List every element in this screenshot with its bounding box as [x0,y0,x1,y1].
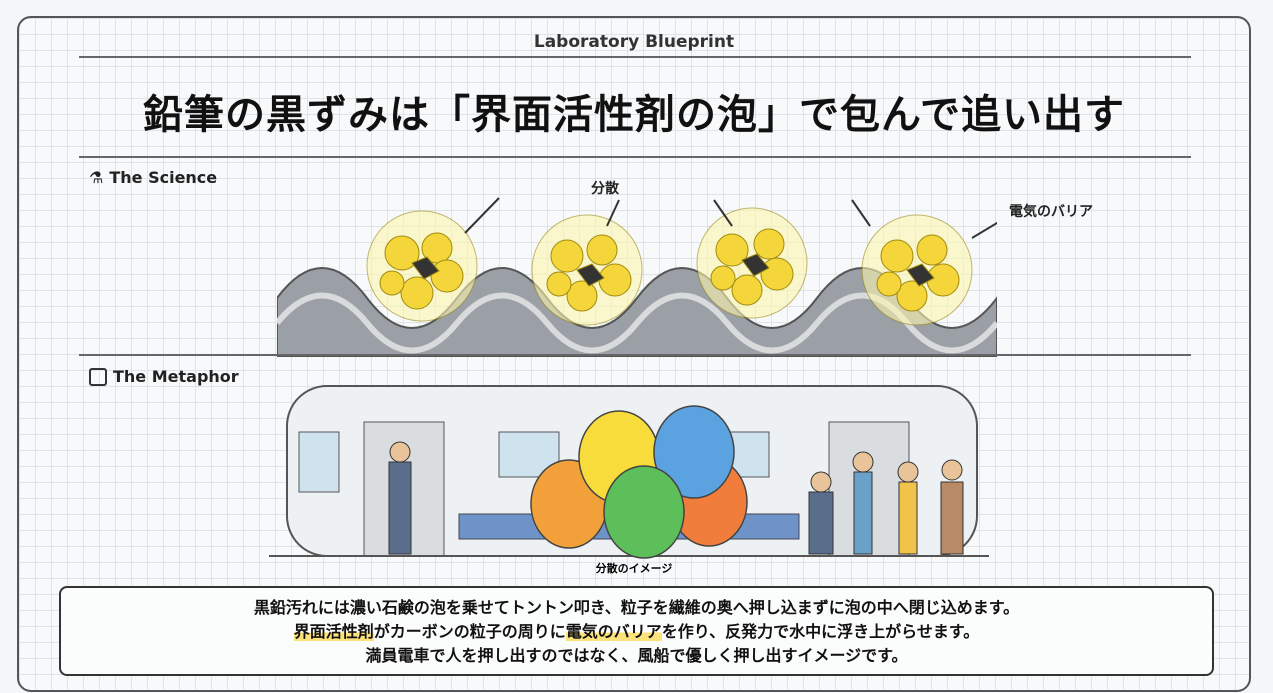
science-illustration [277,197,997,357]
person [940,481,964,555]
divider [79,354,1191,356]
arrow-icon [713,199,733,227]
divider [79,56,1191,58]
metaphor-heading-text: The Metaphor [113,367,239,386]
micelle [696,207,808,319]
link-icon [89,367,107,386]
arrow-icon [464,197,500,234]
summary-text: がカーボンの粒子の周りに [373,622,566,641]
train-illustration [269,385,989,559]
micelle [531,214,643,326]
summary-box: 黒鉛汚れには濃い石鹸の泡を乗せてトントン叩き、粒子を繊維の奥へ押し込まずに泡の中… [59,586,1214,676]
summary-text: を作り、反発力で水中に浮き上がらせます。 [661,622,980,641]
blueprint-card: Laboratory Blueprint 鉛筆の黒ずみは「界面活性剤の泡」で包ん… [17,16,1251,692]
micelle [861,214,973,326]
arrow-icon [606,199,620,227]
barrier-label: 電気のバリア [1009,204,1093,220]
top-label: Laboratory Blueprint [533,32,735,52]
summary-line-1: 黒鉛汚れには濃い石鹸の泡を乗せてトントン叩き、粒子を繊維の奥へ押し込まずに泡の中… [253,598,1020,617]
arrow-icon [851,199,871,227]
disperse-label: 分散 [591,181,619,197]
balloon [603,465,685,559]
person [898,481,918,555]
person [853,471,873,555]
divider [79,156,1191,158]
science-heading-text: The Science [109,168,218,187]
flask-icon: ⚗ [89,168,104,187]
highlight-barrier: 電気のバリア [565,622,662,641]
highlight-surfactant: 界面活性剤 [293,622,374,641]
micelle [366,210,478,322]
page-title: 鉛筆の黒ずみは「界面活性剤の泡」で包んで追い出す [143,92,1125,138]
metaphor-caption: 分散のイメージ [595,562,673,575]
summary-line-3: 満員電車で人を押し出すのではなく、風船で優しく押し出すイメージです。 [365,646,908,665]
person [808,491,834,555]
science-heading: ⚗ The Science [89,168,217,187]
balloon [653,405,735,499]
person [388,461,412,555]
metaphor-heading: The Metaphor [89,367,239,386]
summary-line-2: 界面活性剤がカーボンの粒子の周りに電気のバリアを作り、反発力で水中に浮き上がらせ… [61,620,1212,644]
